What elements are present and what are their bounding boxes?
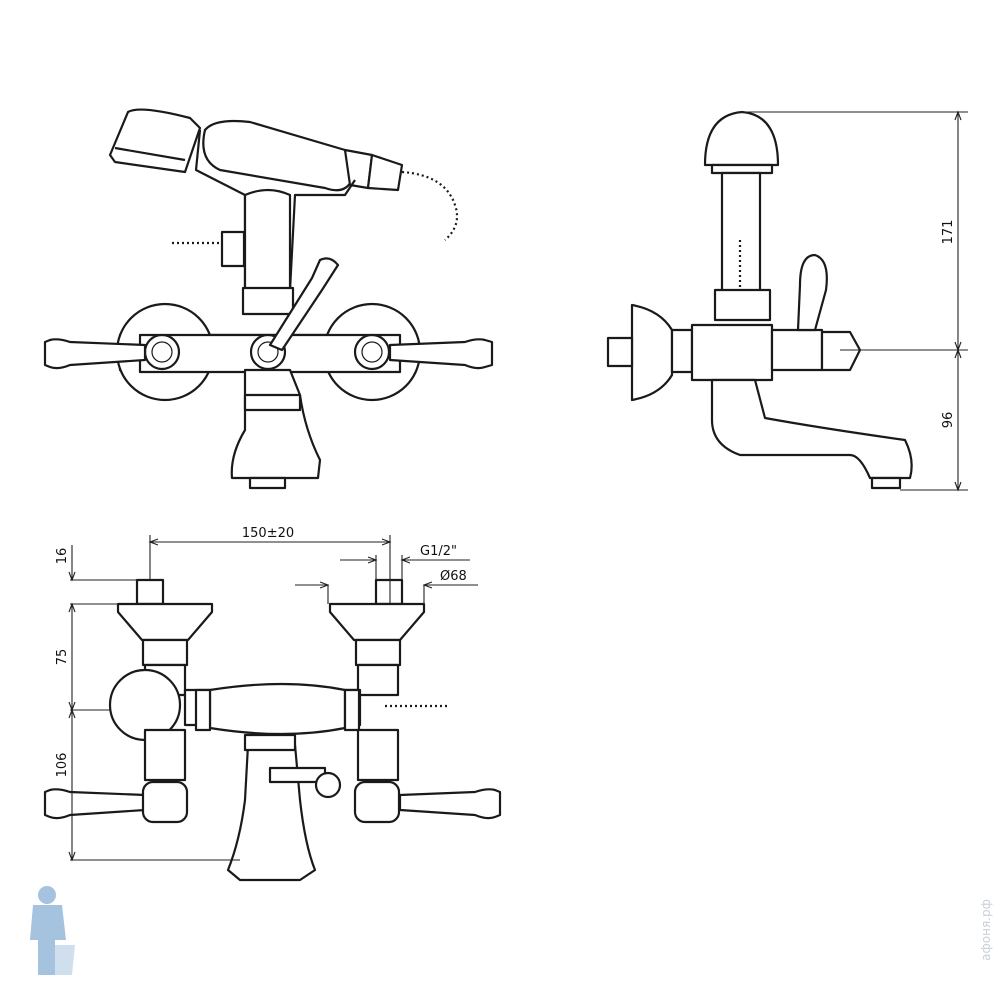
- hex-nut: [220, 230, 246, 268]
- top-flange-left: [116, 602, 214, 642]
- dim-d68: Ø68: [440, 569, 467, 584]
- lever-left: [43, 338, 147, 370]
- top-flange-right: [328, 602, 426, 642]
- dim-150-20: 150±20: [242, 526, 294, 541]
- dim-96: 96: [941, 412, 956, 429]
- dim-171: 171: [941, 220, 956, 245]
- shower-handle: [202, 119, 356, 192]
- diverter-lever: [268, 257, 340, 352]
- dim-106: 106: [55, 753, 70, 778]
- spout: [230, 368, 322, 480]
- side-shower-head: [703, 110, 780, 167]
- top-view: 150±20 G1/2" Ø68 16 75 106: [43, 526, 502, 882]
- top-spout: [226, 743, 317, 882]
- dim-g12: G1/2": [420, 544, 457, 559]
- side-body: [690, 323, 774, 382]
- front-view: [43, 108, 494, 490]
- side-hex-nut: [820, 330, 862, 372]
- side-flange: [630, 303, 674, 402]
- plumber-logo: [30, 886, 75, 975]
- hose: [401, 170, 459, 241]
- lever-right: [388, 338, 494, 370]
- dim-16: 16: [55, 548, 70, 565]
- shower-head: [108, 108, 202, 174]
- watermark: афоня.рф: [979, 899, 993, 961]
- side-spout: [710, 378, 913, 480]
- side-view: 171 96: [606, 110, 968, 492]
- dim-75: 75: [55, 649, 70, 666]
